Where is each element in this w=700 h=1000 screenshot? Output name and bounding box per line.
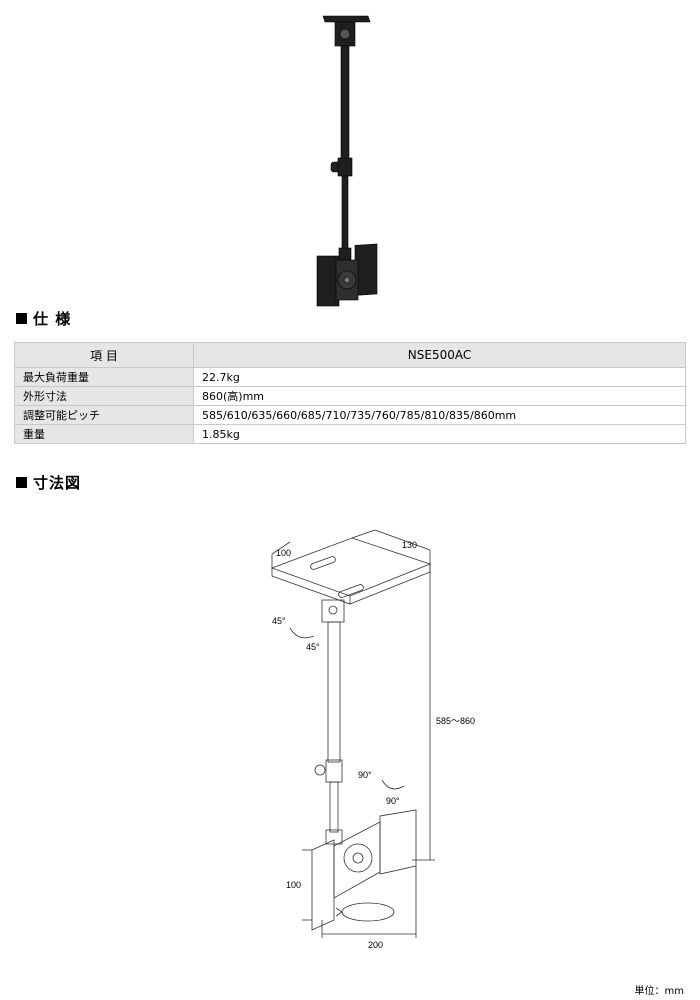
label-height-range: 585～860 <box>436 716 475 726</box>
product-photo <box>316 15 378 307</box>
header-model: NSE500AC <box>193 342 686 368</box>
header-item: 項 目 <box>14 342 194 368</box>
table-row: 最大負荷重量 22.7kg <box>14 367 686 387</box>
row-label: 最大負荷重量 <box>14 367 194 387</box>
row-value: 860(高)mm <box>193 386 686 406</box>
row-value: 1.85kg <box>193 424 686 444</box>
rotation-indicator <box>341 902 395 922</box>
row-value: 22.7kg <box>193 367 686 387</box>
dimension-diagram: 100 130 45° 45° 585～860 90° 90° 100 200 <box>270 529 475 950</box>
dimension-heading-text: 寸法図 <box>33 474 82 492</box>
label-plate-height: 100 <box>286 880 301 890</box>
square-bullet-icon <box>16 477 27 488</box>
table-row: 調整可能ピッチ 585/610/635/660/685/710/735/760/… <box>14 405 686 425</box>
unit-note: 単位：mm <box>634 986 684 997</box>
row-label: 重量 <box>14 424 194 444</box>
row-label: 調整可能ピッチ <box>14 405 194 425</box>
spec-table: 項 目 NSE500AC 最大負荷重量 22.7kg 外形寸法 860(高)mm… <box>14 342 686 444</box>
dimension-heading: 寸法図 <box>16 472 81 493</box>
diagram-plate-left <box>311 839 335 931</box>
label-upper-tilt-b: 45° <box>306 642 320 652</box>
row-label: 外形寸法 <box>14 386 194 406</box>
spec-heading: 仕 様 <box>16 308 71 329</box>
diagram-pole <box>327 621 341 763</box>
table-row: 重量 1.85kg <box>14 424 686 444</box>
label-upper-tilt-a: 45° <box>272 616 286 626</box>
label-top-depth: 130 <box>402 540 417 550</box>
label-top-width: 100 <box>276 548 291 558</box>
row-value: 585/610/635/660/685/710/735/760/785/810/… <box>193 405 686 425</box>
square-bullet-icon <box>16 313 27 324</box>
ceiling-plate <box>322 15 371 23</box>
upper-pole <box>340 45 350 167</box>
label-lower-tilt-b: 90° <box>386 796 400 806</box>
lower-pole <box>341 175 349 255</box>
label-lower-tilt-a: 90° <box>358 770 372 780</box>
spec-heading-text: 仕 様 <box>33 310 72 328</box>
table-row: 外形寸法 860(高)mm <box>14 386 686 406</box>
diagram-plate-right <box>379 809 417 875</box>
table-header-row: 項 目 NSE500AC <box>14 342 686 368</box>
label-plate-width: 200 <box>368 940 383 950</box>
